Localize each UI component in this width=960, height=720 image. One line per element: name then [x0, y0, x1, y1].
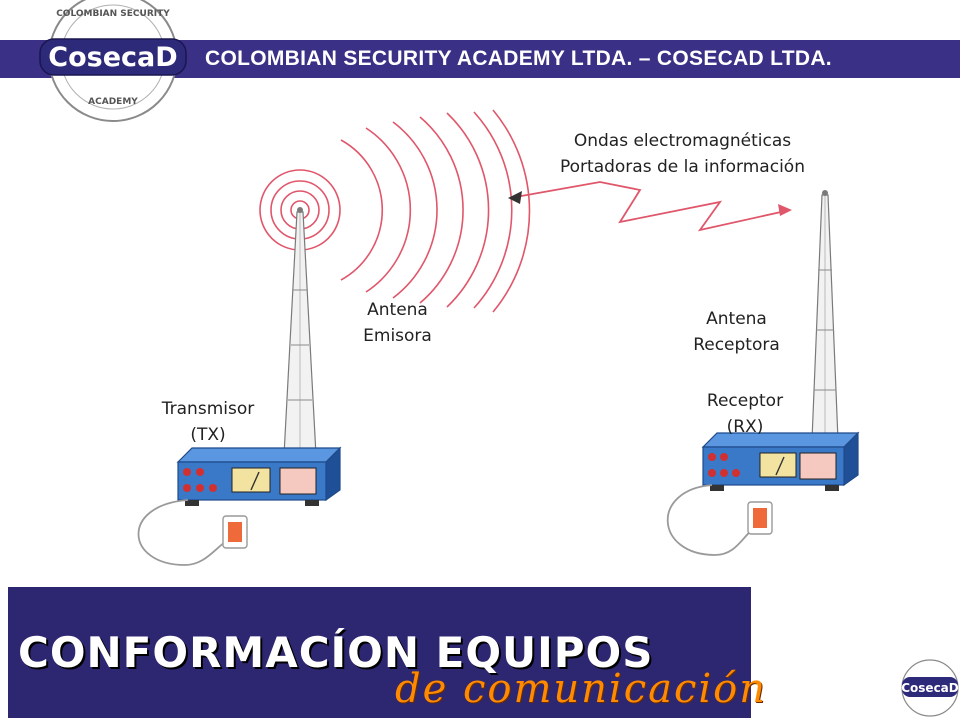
transmitter-device — [176, 446, 342, 506]
receiver-label: Receptor (RX) — [690, 388, 800, 440]
tx-antenna-label-line-1: Antena — [367, 300, 428, 320]
transmitter-label-line-1: Transmisor — [161, 399, 255, 419]
transmitter-label-line-2: (TX) — [190, 425, 226, 445]
rx-antenna-label-line-1: Antena — [706, 309, 767, 329]
waves-label: Ondas electromagnéticas Portadoras de la… — [520, 128, 845, 180]
header-title: COLOMBIAN SECURITY ACADEMY LTDA. – COSEC… — [205, 47, 832, 70]
emission-waves — [259, 109, 531, 313]
tx-antenna-label: Antena Emisora — [345, 297, 450, 349]
footer-logo-brand-text: CosecaD — [901, 681, 959, 695]
footer-cosecad-logo: CosecaD — [901, 659, 959, 717]
receiver-label-line-1: Receptor — [706, 391, 784, 411]
waves-label-line-1: Ondas electromagnéticas — [573, 131, 792, 151]
logo-ring-top-text: COLOMBIAN SECURITY — [56, 9, 170, 19]
logo-brand-text: CosecaD — [48, 42, 177, 73]
receiver-label-line-2: (RX) — [726, 417, 764, 437]
transmitter-microphone — [137, 499, 248, 566]
receiver-device — [701, 431, 860, 491]
footer-title: CONFORMACÍON EQUIPOS — [18, 628, 654, 677]
logo-ring-bottom-text: ACADEMY — [88, 97, 138, 107]
rx-antenna-label-line-2: Receptora — [693, 335, 780, 355]
signal-arrow — [508, 181, 792, 232]
waves-label-line-2: Portadoras de la información — [560, 157, 805, 177]
tx-antenna-label-line-2: Emisora — [363, 326, 432, 346]
receiver-antenna — [811, 190, 839, 441]
footer-subtitle: de comunicación — [395, 666, 768, 712]
footer-panel — [8, 587, 751, 718]
rx-antenna-label: Antena Receptora — [674, 306, 799, 358]
cosecad-logo: COLOMBIAN SECURITY ACADEMY CosecaD — [39, 0, 187, 122]
transmitter-label: Transmisor (TX) — [143, 396, 273, 448]
receiver-microphone — [666, 484, 773, 556]
transmitter-antenna — [283, 207, 317, 456]
